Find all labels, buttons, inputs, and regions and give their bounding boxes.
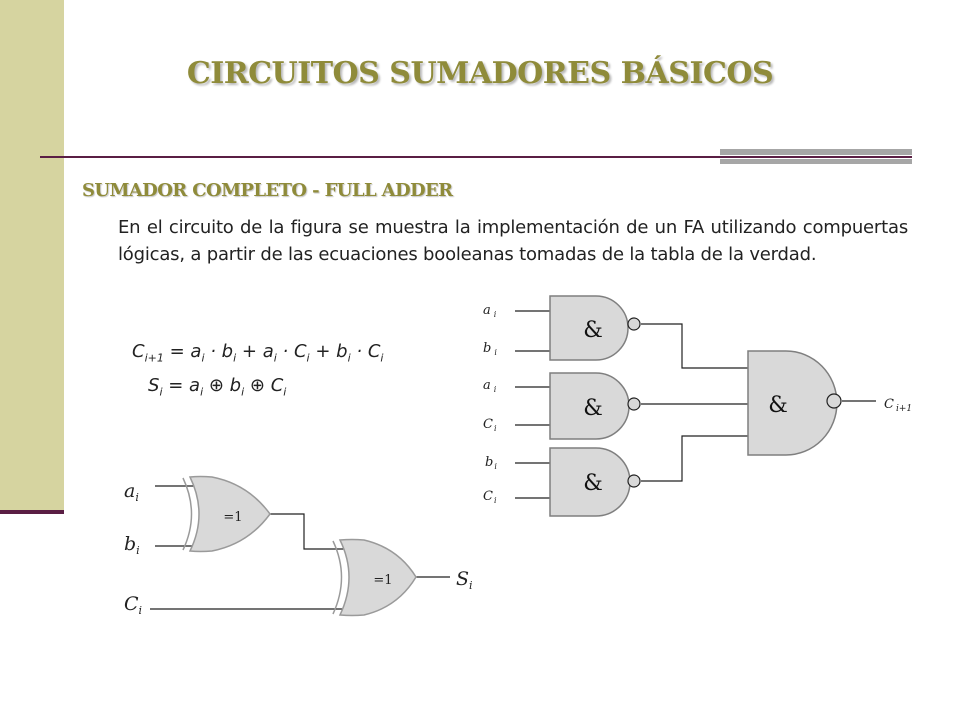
input-label-b: bi — [485, 455, 497, 471]
nand-gate-3: & — [549, 447, 641, 517]
section-subtitle: SUMADOR COMPLETO - FULL ADDER — [82, 180, 453, 201]
wire-gate1-to-gate4 — [641, 323, 748, 369]
equation-variable: b — [336, 341, 348, 362]
wire-xor1-to-xor2 — [268, 513, 345, 550]
equation-subscript: i — [306, 351, 310, 365]
xor-sum-circuit — [150, 485, 450, 610]
input-label-c: Ci — [483, 489, 497, 505]
output-label-sum: Si — [456, 568, 473, 592]
xor-gate-2: =1 — [332, 538, 417, 617]
equals-sign: = — [169, 341, 191, 362]
equation-subscript: i — [380, 351, 384, 365]
input-label-c: Ci — [124, 593, 142, 617]
equation-operator: ⊕ — [203, 375, 230, 396]
carry-lhs: Ci+1 — [132, 341, 164, 365]
equation-operator: ⊕ — [244, 375, 271, 396]
xor-gate-1: =1 — [182, 475, 271, 553]
input-label-a: ai — [124, 480, 139, 504]
equation-subscript: i — [241, 385, 245, 399]
divider-accent-top — [720, 149, 912, 155]
equation-subscript: i — [200, 385, 204, 399]
nand-gate-1: & — [549, 295, 641, 361]
sum-equation: Si = ai ⊕ bi ⊕ Ci — [148, 375, 286, 399]
equation-variable: C — [293, 341, 307, 362]
input-label-b: bi — [124, 533, 140, 557]
equation-variable: a — [262, 341, 274, 362]
equation-operator: · — [276, 341, 294, 362]
sum-rhs: ai ⊕ bi ⊕ Ci — [189, 375, 287, 399]
sidebar-decoration — [0, 0, 64, 512]
sidebar-rule — [0, 510, 64, 514]
sum-lhs: Si — [148, 375, 163, 399]
equation-variable: b — [221, 341, 234, 362]
title-divider — [40, 156, 912, 158]
inversion-bubble — [627, 317, 641, 331]
description-paragraph: En el circuito de la figura se muestra l… — [118, 217, 908, 265]
equation-variable: a — [190, 341, 202, 362]
carry-rhs: ai · bi + ai · Ci + bi · Ci — [190, 341, 384, 365]
equation-subscript: i — [273, 351, 277, 365]
input-label-c: Ci — [483, 417, 497, 433]
nand-gate-4: & — [747, 350, 842, 456]
inversion-bubble — [627, 474, 641, 488]
equation-subscript: i — [233, 351, 237, 365]
equation-operator: + — [236, 341, 263, 362]
wire-gate3-to-gate4 — [641, 435, 748, 482]
equation-operator: + — [309, 341, 337, 362]
gate-symbol: & — [583, 471, 603, 496]
nand-gate-2: & — [549, 372, 641, 440]
equation-variable: C — [367, 341, 381, 362]
gate-symbol: & — [768, 393, 788, 418]
equation-subscript: i — [201, 351, 205, 365]
gate-symbol: & — [583, 318, 603, 343]
inversion-bubble — [826, 393, 842, 409]
equals-sign: = — [168, 375, 190, 396]
inversion-bubble — [627, 397, 641, 411]
gate-symbol: =1 — [373, 573, 392, 588]
equation-subscript: i — [283, 385, 287, 399]
equation-variable: a — [189, 375, 201, 396]
carry-equation: Ci+1 = ai · bi + ai · Ci + bi · Ci — [132, 341, 383, 365]
gate-symbol: & — [583, 396, 603, 421]
slide-title: CIRCUITOS SUMADORES BÁSICOS — [186, 56, 774, 91]
equation-variable: C — [270, 375, 284, 396]
xor-input-labels: ai bi Ci Si — [124, 480, 473, 617]
equation-subscript: i — [347, 351, 351, 365]
nand-carry-circuit — [515, 310, 876, 499]
equation-variable: b — [229, 375, 242, 396]
equation-operator: · — [204, 341, 222, 362]
equation-operator: · — [350, 341, 368, 362]
divider-accent-bottom — [720, 159, 912, 164]
gate-symbol: =1 — [223, 510, 242, 525]
